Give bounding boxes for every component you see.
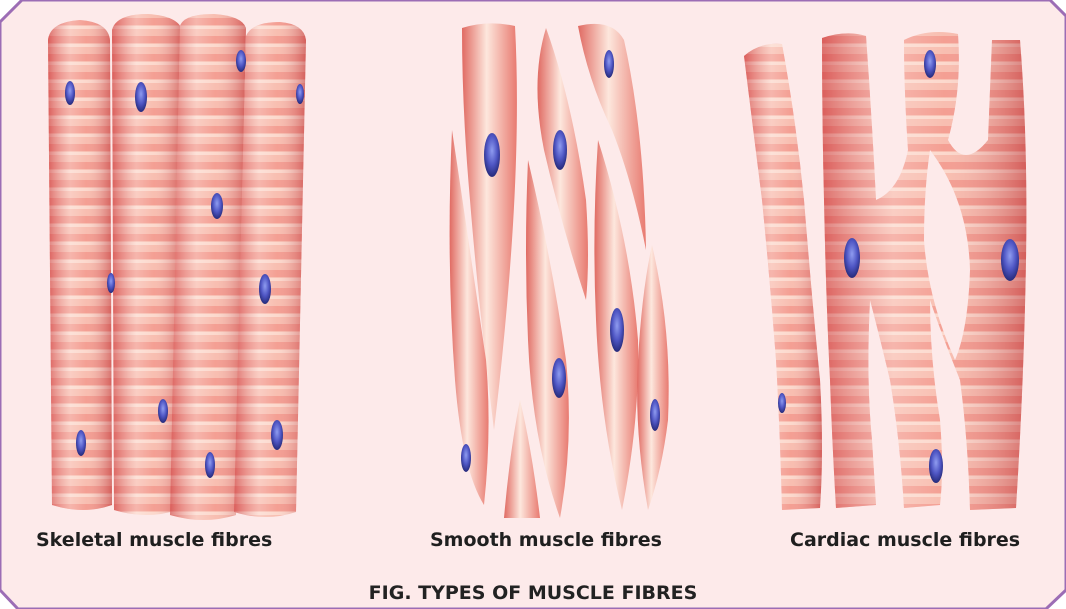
- skeletal-fibre: [234, 22, 306, 517]
- nucleus: [211, 193, 223, 219]
- nucleus: [553, 130, 567, 170]
- smooth-label: Smooth muscle fibres: [430, 529, 662, 551]
- nucleus: [76, 430, 86, 456]
- skeletal-fibre: [112, 14, 182, 515]
- nucleus: [844, 238, 860, 278]
- nucleus: [158, 399, 168, 423]
- nucleus: [552, 358, 566, 398]
- nucleus: [929, 449, 943, 483]
- cardiac-label: Cardiac muscle fibres: [790, 529, 1020, 551]
- nucleus: [924, 50, 936, 78]
- nucleus: [610, 308, 624, 352]
- nucleus: [135, 82, 147, 112]
- nucleus: [650, 399, 660, 431]
- nucleus: [107, 273, 115, 293]
- nucleus: [296, 84, 304, 104]
- nucleus: [271, 420, 283, 450]
- nucleus: [205, 452, 215, 478]
- nucleus: [1001, 239, 1019, 281]
- skeletal-fibre: [170, 14, 246, 520]
- nucleus: [259, 274, 271, 304]
- nucleus: [484, 133, 500, 177]
- nucleus: [65, 81, 75, 105]
- nucleus: [461, 444, 471, 472]
- nucleus: [778, 393, 786, 413]
- nucleus: [604, 50, 614, 78]
- skeletal-fibres: [48, 14, 306, 520]
- skeletal-label: Skeletal muscle fibres: [36, 529, 272, 551]
- figure-title: FIG. TYPES OF MUSCLE FIBRES: [0, 582, 1066, 604]
- nucleus: [236, 50, 246, 72]
